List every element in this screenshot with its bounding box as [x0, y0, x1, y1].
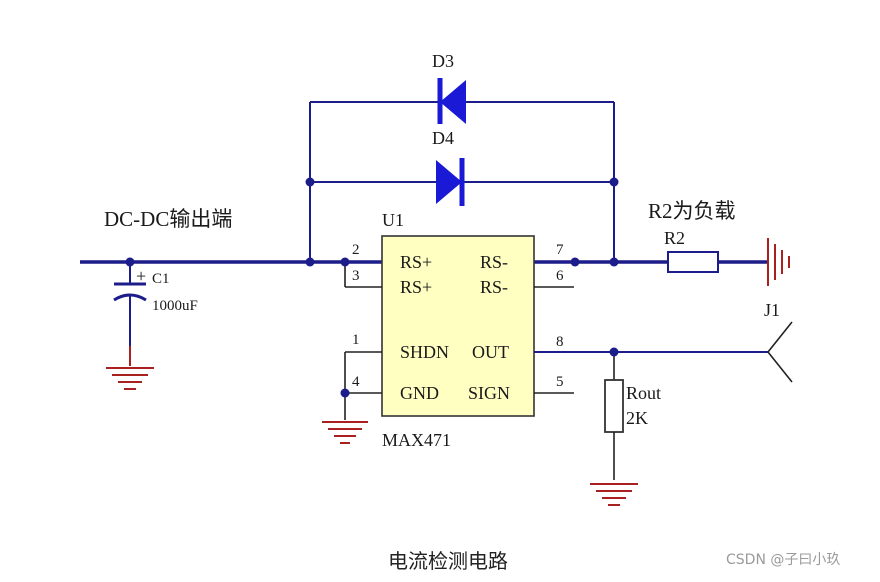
- c1-polarity: +: [136, 266, 146, 286]
- junction-dot: [609, 257, 619, 267]
- junction-dot: [305, 177, 315, 187]
- input-label: DC-DC输出端: [104, 207, 232, 231]
- r2-label: R2: [664, 228, 685, 248]
- junction-dot: [340, 257, 350, 267]
- connector-icon: [766, 321, 793, 383]
- pin-name-7: RS-: [480, 252, 508, 272]
- connector-j1: J1: [764, 300, 793, 383]
- pin-name-1: SHDN: [400, 342, 449, 362]
- junction-dot: [125, 257, 135, 267]
- pin-name-2: RS+: [400, 252, 432, 272]
- c1-value: 1000uF: [152, 298, 198, 314]
- resistor-icon: [604, 379, 624, 433]
- chip-pin-wires: [344, 262, 768, 420]
- diode-d3: D3: [432, 51, 466, 124]
- pin-name-8: OUT: [472, 342, 509, 362]
- junction-dot: [609, 177, 619, 187]
- pin-num-7: 7: [556, 242, 564, 258]
- watermark: CSDN @子曰小玖: [726, 552, 840, 568]
- pin-name-3: RS+: [400, 277, 432, 297]
- pin-name-6: RS-: [480, 277, 508, 297]
- ground-icon: [322, 421, 368, 444]
- load-label: R2为负载: [648, 199, 736, 223]
- junction-dot: [570, 257, 580, 267]
- pin-num-5: 5: [556, 374, 564, 390]
- pin-name-4: GND: [400, 383, 439, 403]
- d3-label: D3: [432, 51, 454, 71]
- pin-num-3: 3: [352, 268, 360, 284]
- junctions: [125, 177, 619, 398]
- junction-dot: [305, 257, 315, 267]
- chip-ref-label: U1: [382, 210, 404, 230]
- pin-num-6: 6: [556, 268, 564, 284]
- ground-icon: [590, 483, 638, 506]
- j1-label: J1: [764, 300, 780, 320]
- resistor-r2: R2 R2为负载: [648, 199, 736, 273]
- pin-num-2: 2: [352, 242, 360, 258]
- capacitor-c1: + C1 1000uF: [113, 262, 198, 366]
- pin-num-8: 8: [556, 334, 564, 350]
- d4-label: D4: [432, 128, 454, 148]
- junction-dot: [340, 388, 350, 398]
- chip-body: [381, 235, 535, 417]
- pin-num-4: 4: [352, 374, 360, 390]
- pin-name-5: SIGN: [468, 383, 510, 403]
- pin-num-1: 1: [352, 332, 360, 348]
- diode-icon: [440, 80, 466, 124]
- chip-name-label: MAX471: [382, 430, 451, 450]
- chip-u1: U1 MAX471 RS+ RS+ SHDN GND RS- RS- OUT S…: [352, 210, 564, 450]
- diode-icon: [436, 160, 462, 204]
- ground-icon: [767, 238, 790, 286]
- diode-d4: D4: [432, 128, 465, 206]
- rout-label: Rout: [626, 383, 661, 403]
- resistor-rout: Rout 2K: [604, 352, 661, 480]
- diagram-caption: 电流检测电路: [388, 549, 508, 573]
- polarized-capacitor-icon: [113, 293, 147, 302]
- resistor-icon: [667, 251, 719, 273]
- ground-icon: [106, 346, 154, 390]
- c1-label: C1: [152, 271, 170, 287]
- junction-dot: [609, 347, 619, 357]
- rout-value: 2K: [626, 408, 648, 428]
